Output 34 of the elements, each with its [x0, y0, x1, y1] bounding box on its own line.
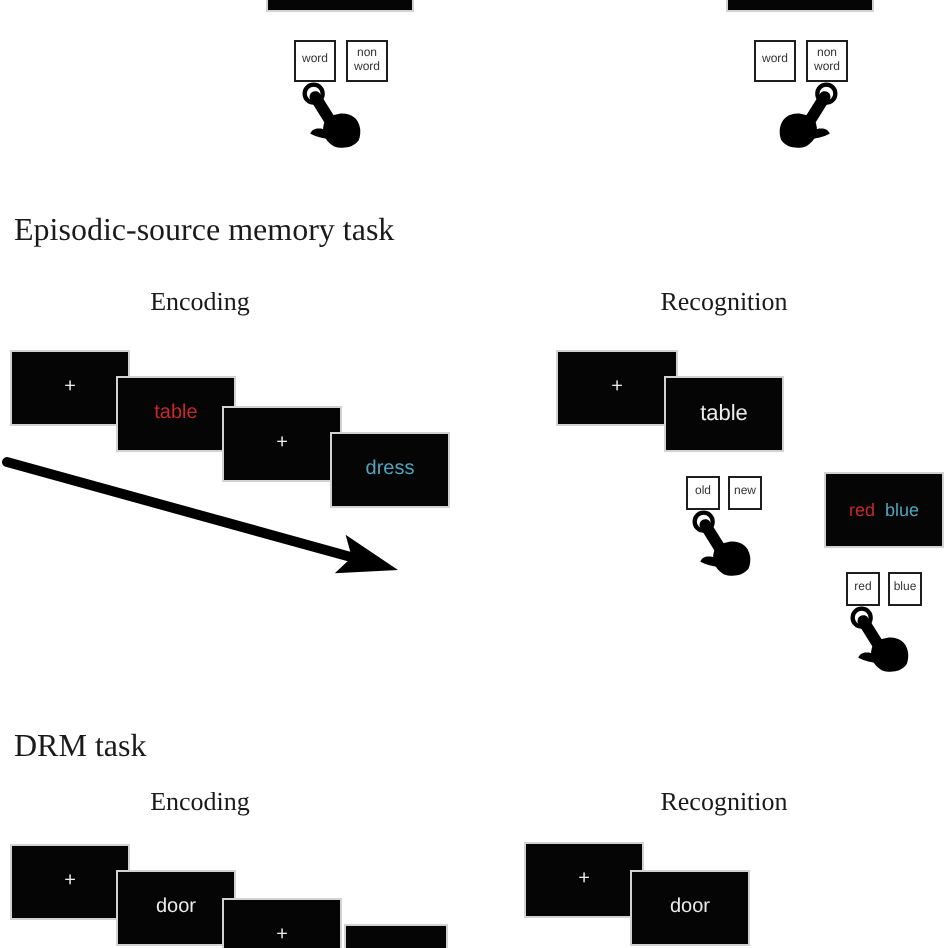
stimulus-word: table [154, 402, 198, 426]
stimulus-screen [10, 350, 130, 426]
fixation-cross: + [276, 432, 288, 456]
stimulus-screen [824, 472, 944, 548]
stimulus-screen [10, 844, 130, 920]
stimulus-screen [222, 898, 342, 948]
stimulus-screen [664, 376, 784, 452]
stimulus-screen [630, 870, 750, 946]
fixation-cross: + [578, 868, 590, 892]
stimulus-word: blue [885, 499, 920, 521]
phase-label: Recognition [660, 286, 788, 318]
fixation-cross: + [611, 376, 623, 400]
fixation-cross: + [64, 376, 76, 400]
section-heading: Episodic-source memory task [14, 212, 395, 251]
stimulus-word: table [700, 401, 748, 427]
stimulus-screen [116, 870, 236, 946]
blank-screen [266, 0, 414, 12]
phase-label: Recognition [660, 786, 788, 818]
blank-screen [344, 924, 448, 948]
stimulus-screen [556, 350, 678, 426]
stimulus-word: red [848, 499, 875, 521]
fixation-cross: + [64, 870, 76, 894]
section-heading: DRM task [14, 728, 147, 767]
stimulus-screen [222, 406, 342, 482]
fixation-cross: + [276, 924, 288, 947]
blank-screen [726, 0, 874, 12]
phase-label: Encoding [150, 786, 250, 818]
stimulus-screen [524, 842, 644, 918]
stimulus-word: door [155, 896, 196, 920]
stimulus-word: dress [365, 458, 415, 482]
phase-label: Encoding [150, 286, 250, 318]
stimulus-word: door [669, 896, 710, 920]
stimulus-screen [330, 432, 450, 508]
stimulus-screen [116, 376, 236, 452]
